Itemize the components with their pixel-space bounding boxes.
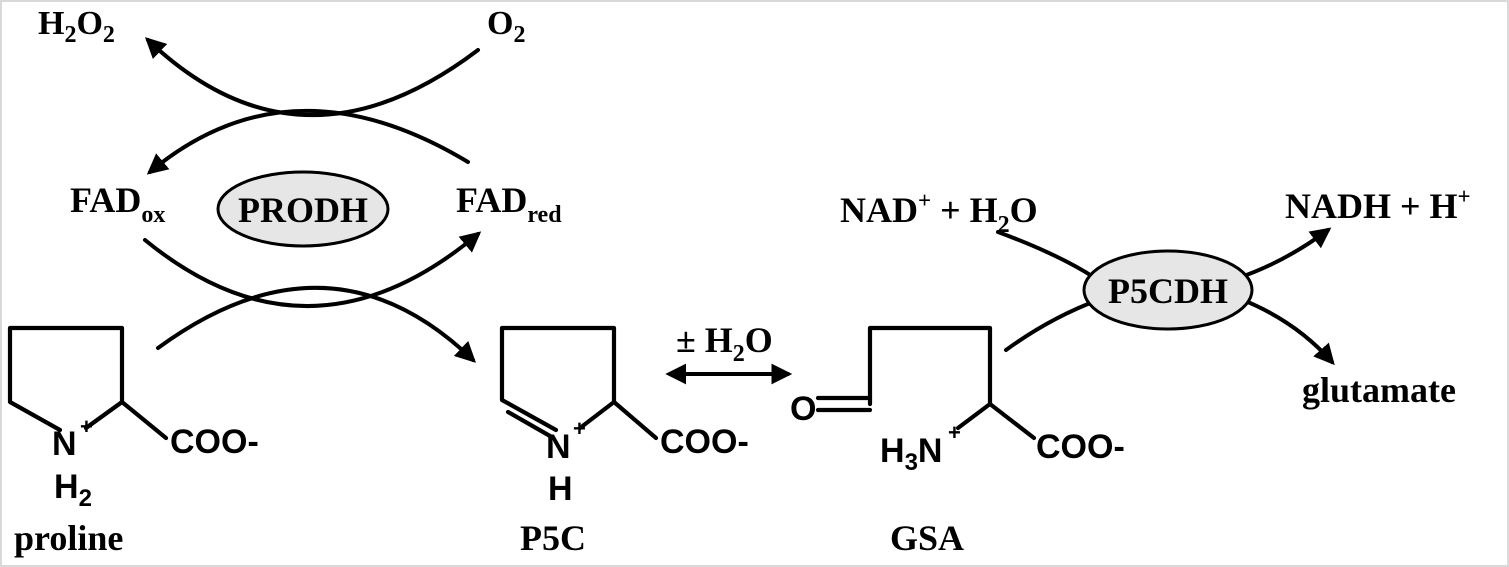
o2-label: O2 — [487, 5, 525, 48]
gsa-input-line — [1004, 298, 1100, 352]
fad-red-label: FADred — [456, 180, 562, 228]
o2-to-h2o2-arrow — [144, 37, 480, 117]
svg-text:+: + — [948, 420, 961, 445]
svg-text:O: O — [790, 390, 816, 428]
fadox-to-fadred-arrow — [143, 231, 482, 308]
svg-text:+: + — [80, 414, 93, 439]
svg-text:H2: H2 — [54, 468, 92, 512]
fadred-to-fadox-arrow — [146, 109, 470, 175]
svg-text:COO-: COO- — [660, 423, 749, 461]
svg-text:N: N — [52, 425, 77, 463]
p5cdh-enzyme-ellipse — [1082, 249, 1254, 331]
nadh-h-label: NADH + H+ — [1285, 184, 1471, 226]
gsa-structure: O H3N + COO- — [790, 325, 1125, 476]
hydration-label: ± H2O — [676, 320, 773, 367]
nad-h2o-label: NAD+ + H2O — [840, 188, 1038, 238]
p5cdh-enzyme-label: P5CDH — [1108, 271, 1228, 311]
h2o2-label: H2O2 — [38, 5, 115, 48]
proline-to-p5c-arrow — [156, 286, 476, 363]
prodh-enzyme-label: PRODH — [238, 190, 368, 230]
nadh-output-arrow — [1236, 227, 1332, 280]
svg-text:N: N — [546, 428, 571, 466]
p5c-structure: N + H COO- — [499, 325, 749, 508]
svg-text:COO-: COO- — [170, 423, 259, 461]
prodh-enzyme-ellipse — [216, 170, 390, 248]
p5c-label: P5C — [520, 518, 586, 558]
svg-text:H3N: H3N — [880, 432, 942, 476]
proline-structure: N + H2 COO- — [7, 325, 259, 512]
glutamate-output-arrow — [1236, 296, 1335, 366]
svg-text:H: H — [548, 470, 573, 508]
svg-text:COO-: COO- — [1036, 428, 1125, 466]
fad-ox-label: FADox — [70, 180, 165, 228]
nad-h2o-input-line — [996, 230, 1097, 280]
gsa-label: GSA — [890, 518, 964, 558]
proline-label: proline — [14, 518, 123, 558]
glutamate-label: glutamate — [1302, 370, 1456, 410]
svg-text:+: + — [573, 416, 586, 441]
